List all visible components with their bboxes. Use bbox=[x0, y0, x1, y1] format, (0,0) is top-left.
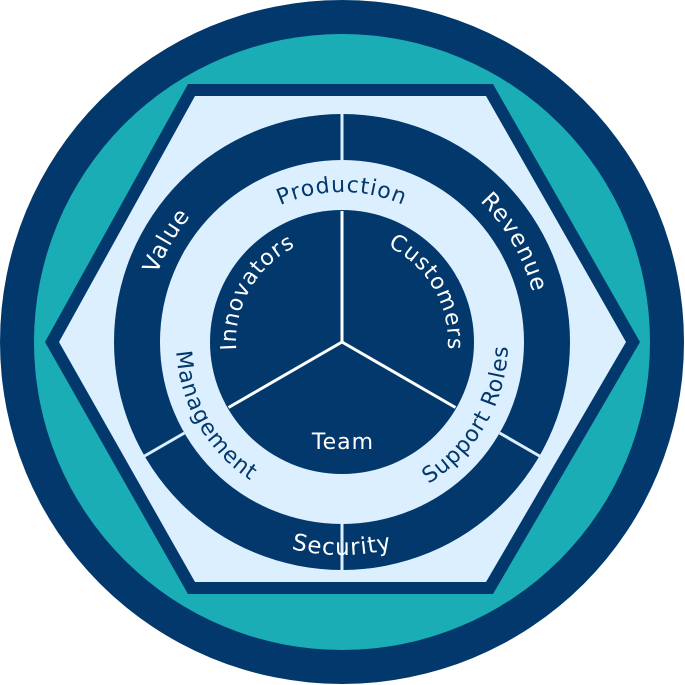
middle-ring-divider bbox=[183, 249, 229, 278]
middle-ring-divider bbox=[455, 249, 501, 278]
core-divider bbox=[227, 340, 343, 409]
outer-ring-divider bbox=[142, 431, 186, 458]
core-divider bbox=[341, 340, 457, 409]
label-team: Team bbox=[311, 430, 374, 455]
outer-ring-divider bbox=[498, 431, 542, 458]
ring-dividers bbox=[142, 113, 542, 571]
core-dividers bbox=[227, 211, 457, 409]
